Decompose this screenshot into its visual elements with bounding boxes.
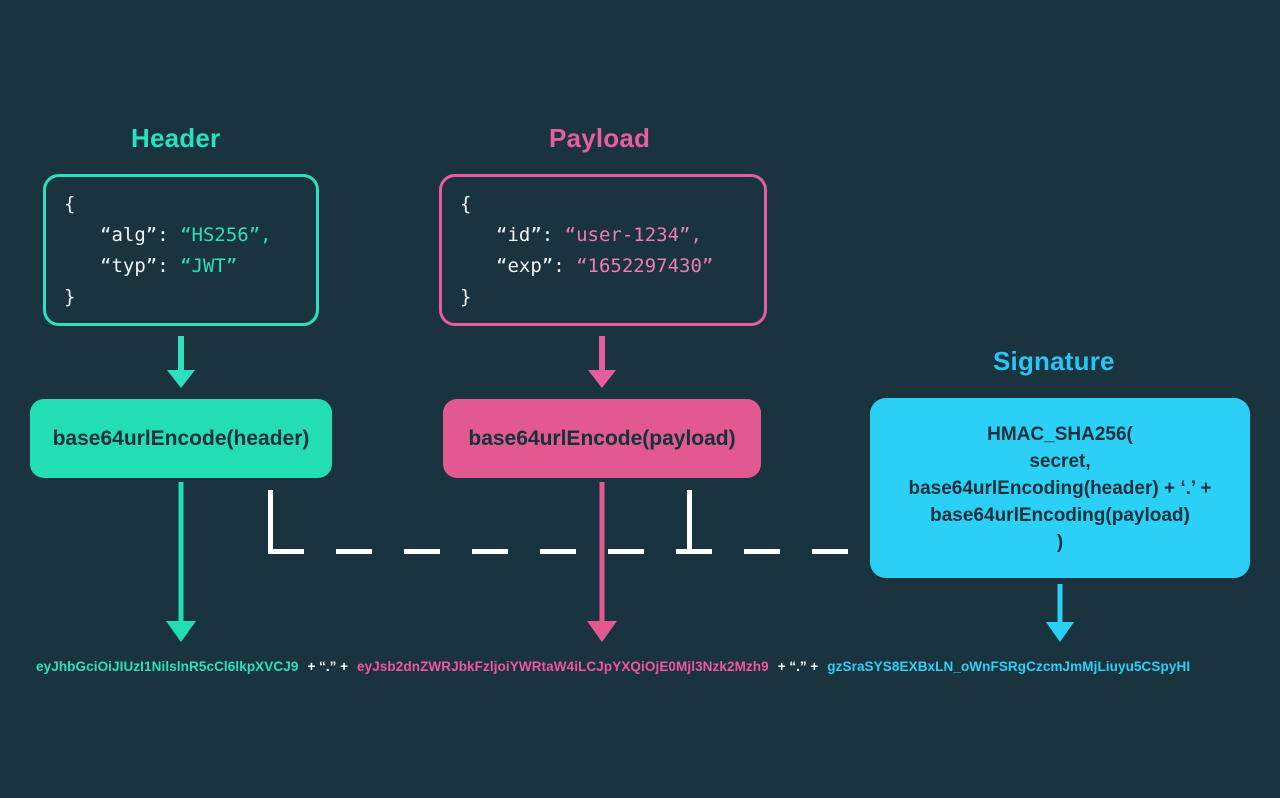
signature-formula-line-2: secret, (1029, 450, 1091, 472)
payload-token-arrow-icon (587, 482, 617, 642)
header-section-title: Header (131, 123, 221, 153)
payload-json-line-exp: “exp”: “1652297430” (460, 251, 764, 282)
header-json-open-brace: { (64, 193, 76, 215)
header-json-line-alg: “alg”: “HS256”, (64, 220, 316, 251)
payload-json-open-brace: { (460, 193, 472, 215)
base64url-encode-header-button[interactable]: base64urlEncode(header) (30, 399, 332, 478)
header-json-close-brace: } (64, 286, 76, 308)
dashed-connector-elbow-left (268, 499, 273, 554)
signature-formula-line-4: base64urlEncoding(payload) (930, 504, 1190, 526)
jwt-token-strip: eyJhbGciOiJIUzI1NilslnR5cCl6lkpXVCJ9 + “… (0, 654, 1280, 678)
header-down-arrow-icon (167, 336, 195, 388)
token-separator-2: + “.” + (777, 658, 819, 674)
signature-formula-line-5: ) (1056, 531, 1064, 553)
payload-json-key-exp: “exp”: (496, 255, 565, 277)
signature-token-arrow-icon (1046, 584, 1074, 642)
dashed-connector-elbow-right (687, 499, 692, 554)
signature-token-text: gzSraSYS8EXBxLN_oWnFSRgCzcmJmMjLiuyu5CSp… (827, 658, 1191, 674)
payload-json-value-id: “user-1234”, (564, 224, 702, 246)
header-json-key-alg: “alg”: (100, 224, 169, 246)
signature-formula-box[interactable]: HMAC_SHA256( secret, base64urlEncoding(h… (870, 398, 1250, 578)
signature-section-title: Signature (993, 346, 1115, 376)
signature-formula-line-3: base64urlEncoding(header) + ‘.’ + (908, 477, 1212, 499)
header-json-value-typ: “JWT” (180, 255, 238, 277)
payload-json-close-brace: } (460, 286, 472, 308)
base64url-encode-payload-button[interactable]: base64urlEncode(payload) (443, 399, 761, 478)
header-token-text: eyJhbGciOiJIUzI1NilslnR5cCl6lkpXVCJ9 (36, 658, 299, 674)
token-separator-1: + “.” + (307, 658, 348, 674)
payload-json-value-exp: “1652297430” (576, 255, 714, 277)
payload-token-text: eyJsb2dnZWRJbkFzljoiYWRtaW4iLCJpYXQiOjE0… (356, 658, 769, 674)
payload-json-key-id: “id”: (496, 224, 554, 246)
header-json-key-typ: “typ”: (100, 255, 169, 277)
payload-json-box: { “id”: “user-1234”, “exp”: “1652297430”… (439, 174, 767, 326)
payload-section-title: Payload (549, 123, 651, 153)
header-json-box: { “alg”: “HS256”, “typ”: “JWT” } (43, 174, 319, 326)
signature-formula-line-1: HMAC_SHA256( (987, 423, 1133, 445)
header-json-line-typ: “typ”: “JWT” (64, 251, 316, 282)
payload-down-arrow-icon (588, 336, 616, 388)
payload-json-line-id: “id”: “user-1234”, (460, 220, 764, 251)
header-json-value-alg: “HS256”, (180, 224, 272, 246)
header-token-arrow-icon (166, 482, 196, 642)
dashed-connector-line (268, 549, 872, 554)
